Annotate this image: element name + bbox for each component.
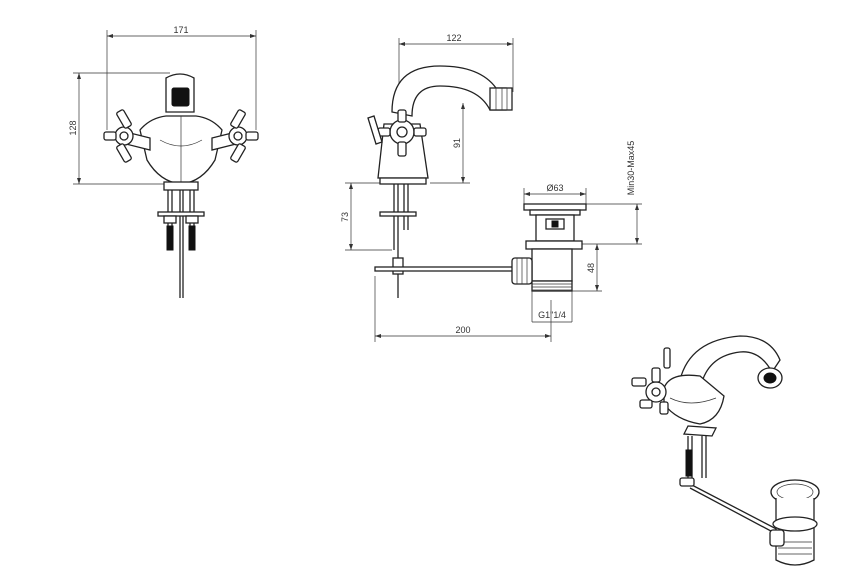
dim-deck-depth: 73 [340,212,350,222]
dim-front-width: 171 [173,25,188,35]
dim-waste-adjust: Min30-Max45 [626,141,636,196]
dim-spout-reach: 122 [446,33,461,43]
isometric-view [631,335,820,566]
dim-waste-height: 48 [586,263,596,273]
side-view: 122 91 73 [340,33,552,342]
dim-waste-thread: G1"1/4 [538,310,566,320]
dim-front-height: 128 [68,120,78,135]
waste-view: Ø63 Min30-Max45 48 [511,141,642,323]
dim-rod-length: 200 [455,325,470,335]
front-view: 171 128 [68,25,259,298]
dim-waste-diameter: Ø63 [546,183,563,193]
dim-spout-height: 91 [452,138,462,148]
